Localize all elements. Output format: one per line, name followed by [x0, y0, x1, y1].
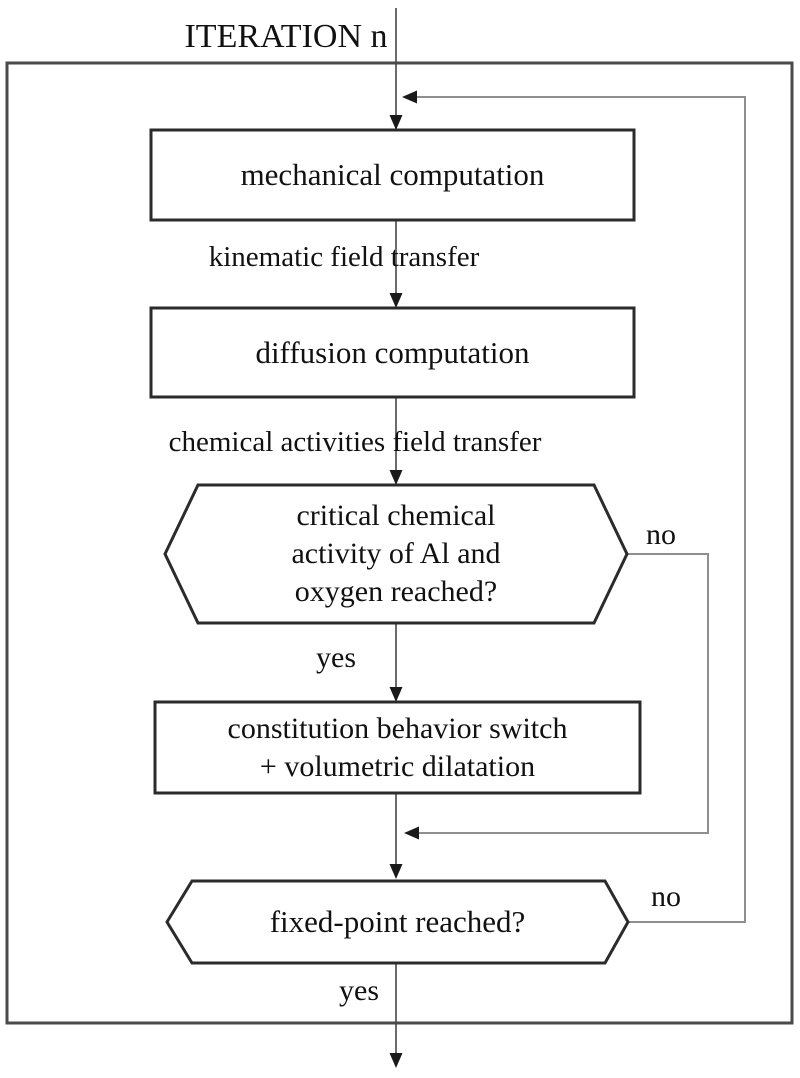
- critical-activity-decision-hexagon: [163, 483, 629, 625]
- constitution-switch-box: [153, 700, 642, 795]
- fixed-point-label: fixed-point reached?: [269, 904, 526, 939]
- mechanical-computation-box: [149, 128, 636, 222]
- critical-no-label: no: [646, 518, 676, 551]
- arrowhead-into-fixed-point-decision: [389, 864, 403, 879]
- arrowhead-into-critical-decision: [389, 470, 403, 485]
- arrowhead-into-diffusion: [389, 293, 403, 308]
- critical-activity-label-line3: oxygen reached?: [294, 575, 498, 608]
- diffusion-computation-box: [149, 306, 636, 399]
- fixed-point-no-label: no: [651, 880, 681, 913]
- fixed-point-no-loop-line: [410, 96, 746, 923]
- iteration-title: ITERATION n: [184, 18, 388, 55]
- critical-no-loop-line: [412, 553, 709, 834]
- iteration-boundary-box: [5, 61, 794, 1025]
- kinematic-transfer-label: kinematic field transfer: [208, 241, 480, 273]
- constitution-switch-label-line1: constitution behavior switch: [227, 711, 568, 745]
- arrowhead-into-constitution: [389, 687, 403, 702]
- chemical-transfer-label: chemical activities field transfer: [168, 426, 542, 458]
- constitution-switch-label-line2: + volumetric dilatation: [259, 749, 536, 783]
- fixed-point-decision-hexagon: [165, 879, 630, 965]
- critical-yes-label: yes: [316, 641, 356, 674]
- arrowhead-exit: [389, 1053, 403, 1068]
- arrowhead-critical-loop-reentry: [404, 826, 419, 840]
- critical-activity-label-line2: activity of Al and: [291, 537, 501, 570]
- critical-activity-label: critical chemical activity of Al and oxy…: [196, 490, 596, 618]
- arrowhead-into-mechanical: [389, 115, 403, 130]
- critical-activity-label-line1: critical chemical: [296, 499, 496, 532]
- diffusion-computation-label: diffusion computation: [255, 334, 530, 370]
- constitution-switch-label: constitution behavior switch + volumetri…: [155, 702, 640, 793]
- mechanical-computation-label: mechanical computation: [240, 157, 545, 192]
- arrowhead-fixed-point-loop-reentry: [402, 90, 417, 104]
- fixed-point-yes-label: yes: [339, 974, 379, 1007]
